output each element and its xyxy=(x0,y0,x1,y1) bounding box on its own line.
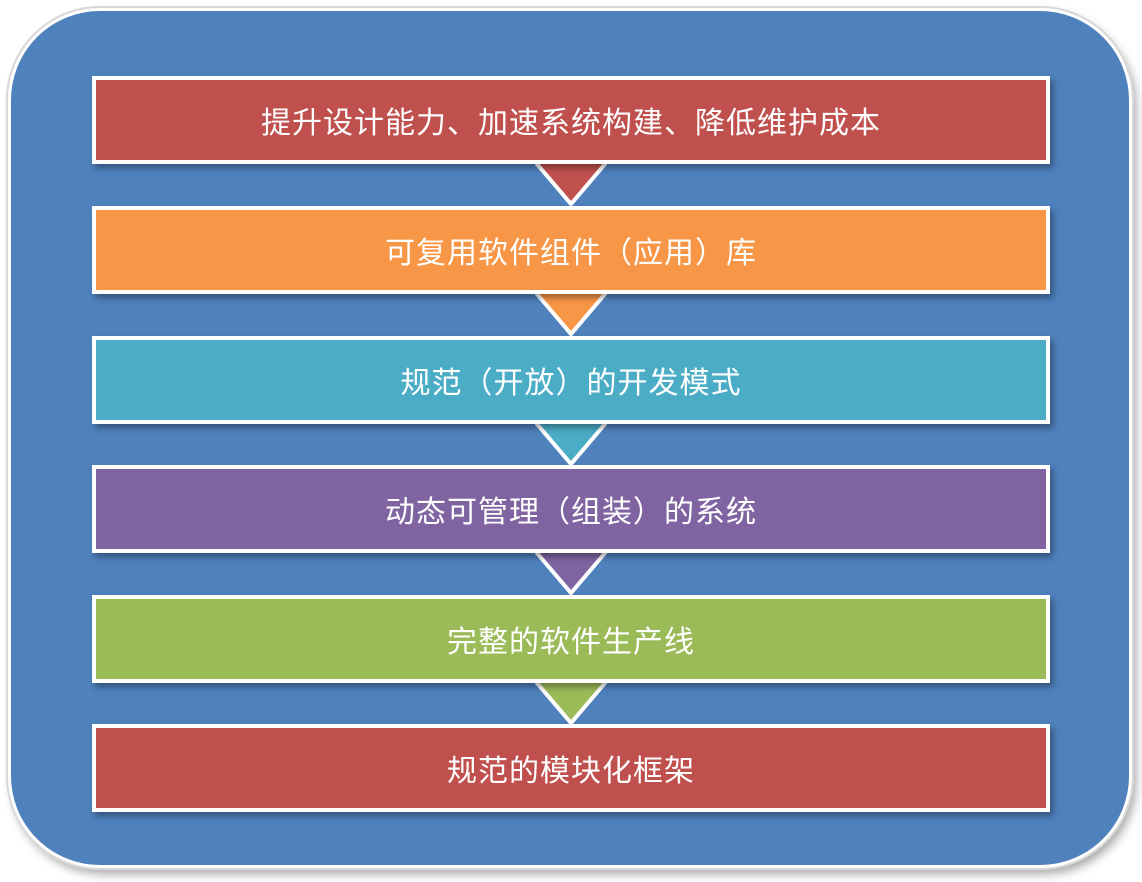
level-label-2: 可复用软件组件（应用）库 xyxy=(385,236,757,271)
level-label-3: 规范（开放）的开发模式 xyxy=(400,366,742,401)
level-box-2: 可复用软件组件（应用）库 xyxy=(92,206,1050,294)
level-box-1: 提升设计能力、加速系统构建、降低维护成本 xyxy=(92,76,1050,164)
level-label-1: 提升设计能力、加速系统构建、降低维护成本 xyxy=(261,106,881,141)
down-arrow-5 xyxy=(535,675,607,727)
level-box-6: 规范的模块化框架 xyxy=(92,724,1050,812)
level-box-5: 完整的软件生产线 xyxy=(92,595,1050,683)
down-arrow-1 xyxy=(535,156,607,208)
down-arrow-3 xyxy=(535,416,607,468)
level-label-4: 动态可管理（组装）的系统 xyxy=(385,495,757,530)
level-box-3: 规范（开放）的开发模式 xyxy=(92,336,1050,424)
level-label-5: 完整的软件生产线 xyxy=(447,625,695,660)
down-arrow-2 xyxy=(535,286,607,338)
level-box-4: 动态可管理（组装）的系统 xyxy=(92,465,1050,553)
level-label-6: 规范的模块化框架 xyxy=(447,754,695,789)
down-arrow-4 xyxy=(535,545,607,597)
